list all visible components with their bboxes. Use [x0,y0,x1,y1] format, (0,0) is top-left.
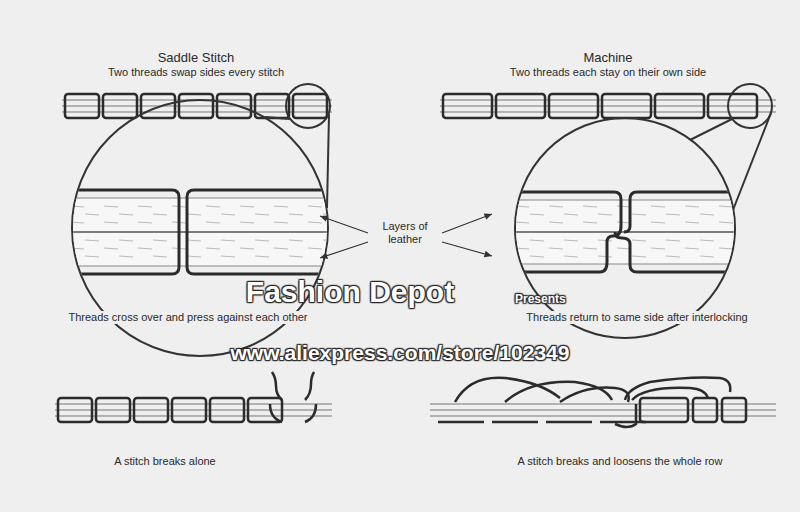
caption: A stitch breaks and loosens the whole ro… [518,455,723,468]
leader-arrows [320,214,492,258]
caption: A stitch breaks alone [114,455,216,468]
stitch-row [55,398,332,422]
watermark: www.aliexpress.com/store/102349 [228,340,573,365]
broken-threads [270,372,730,427]
subheading: Two threads swap sides every stitch [108,66,284,79]
caption: Threads cross over and press against eac… [65,311,310,324]
heading: Saddle Stitch [158,50,235,66]
stitch-row [62,94,332,118]
watermark: Fashion Depot [243,274,457,310]
accent-line [185,329,655,332]
stitch-strips [55,94,776,422]
heading: Machine [583,50,632,66]
caption: Threads return to same side after interl… [523,311,750,324]
watermark: Presents [512,292,569,306]
saddle-closeup [60,190,350,274]
subheading: Two threads each stay on their own side [510,66,706,79]
machine-closeup [505,192,755,272]
stitch-row [430,398,776,422]
stitch-row [440,94,776,118]
callout-label: Layers of leather [377,220,433,246]
